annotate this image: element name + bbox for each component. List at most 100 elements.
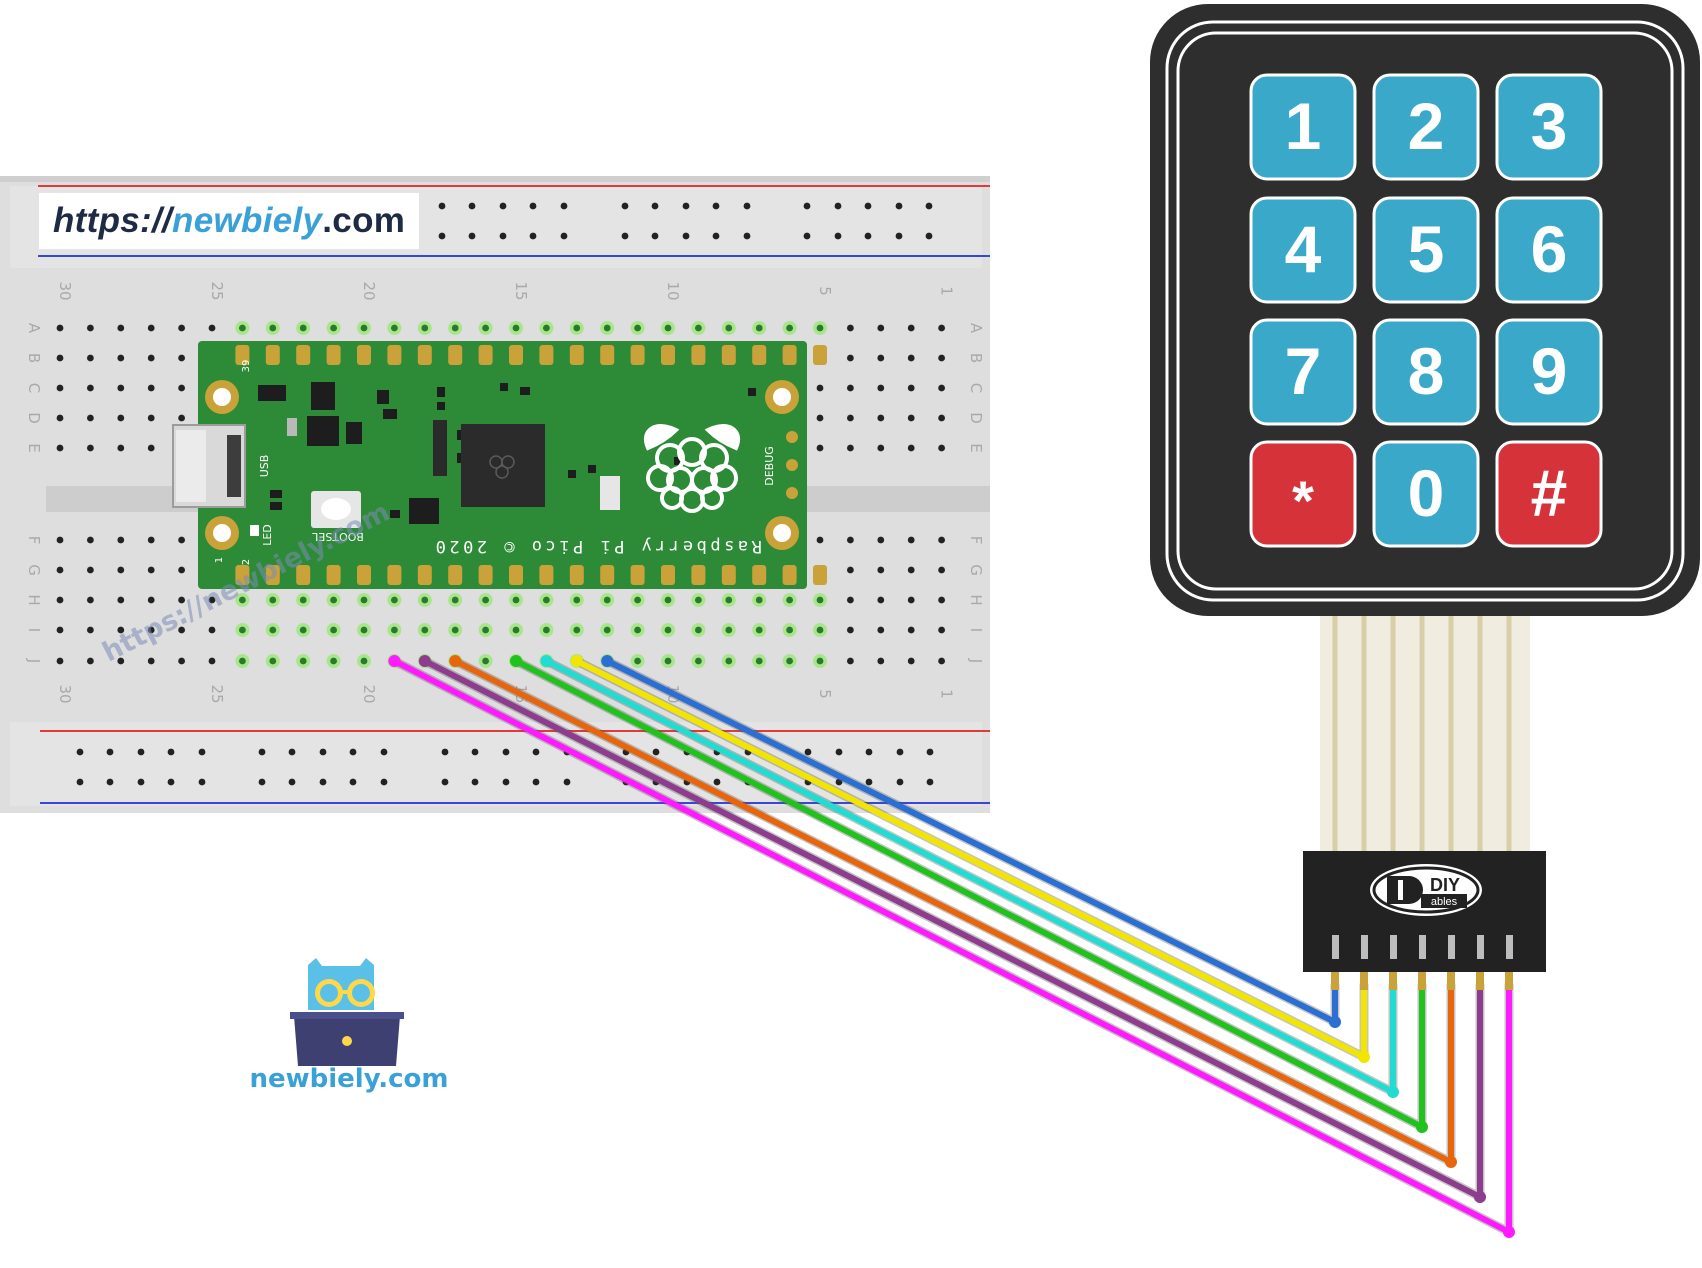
pin-pad <box>509 565 523 585</box>
pin-pad <box>752 565 767 585</box>
breadboard-hole <box>239 324 246 332</box>
breadboard-hole <box>178 626 186 634</box>
row-letter: D <box>25 412 43 424</box>
breadboard-hole <box>847 657 854 665</box>
pin-pad <box>569 345 584 365</box>
column-number: 1 <box>938 689 956 699</box>
breadboard-hole <box>117 596 125 604</box>
debug-label: DEBUG <box>763 446 776 486</box>
row-letter: C <box>967 383 985 393</box>
keypad-key-label: 0 <box>1408 456 1445 530</box>
breadboard-hole <box>816 536 824 544</box>
rail-hole <box>76 778 84 786</box>
breadboard-hole <box>695 324 702 332</box>
rail-hole <box>712 202 720 210</box>
rail-hole <box>441 778 449 786</box>
breadboard-hole <box>877 536 885 544</box>
rail-hole <box>529 232 537 240</box>
keypad-key <box>1372 318 1480 426</box>
breadboard-hole <box>664 596 672 604</box>
pin-pad <box>357 345 371 365</box>
column-number: 20 <box>360 281 378 300</box>
breadboard-hole <box>147 384 155 392</box>
breadboard-hole <box>87 596 94 604</box>
breadboard-hole <box>330 657 337 665</box>
breadboard-hole <box>87 536 94 544</box>
breadboard-hole <box>725 657 733 665</box>
breadboard-hole <box>391 596 398 604</box>
breadboard-hole <box>147 324 155 332</box>
rail-hole <box>621 232 629 240</box>
breadboard-hole <box>603 596 611 604</box>
row-letter: A <box>25 323 43 334</box>
breadboard-hole <box>451 596 459 604</box>
pin-pad <box>813 565 827 585</box>
breadboard-hole <box>147 626 155 634</box>
breadboard-hole <box>512 596 520 604</box>
pin-pad <box>782 345 797 365</box>
keypad-key-label: 5 <box>1408 212 1445 286</box>
connector-slot <box>1419 935 1426 959</box>
wire-end <box>388 655 401 667</box>
keypad-key-label: 9 <box>1531 334 1568 408</box>
breadboard-hole <box>755 657 763 665</box>
keypad-key <box>1249 196 1357 304</box>
rail-hole <box>532 748 540 756</box>
breadboard-hole <box>877 384 885 392</box>
breadboard-hole <box>847 354 854 362</box>
keypad-key-label: 3 <box>1531 89 1568 163</box>
rail-hole <box>380 778 388 786</box>
wire-end <box>1358 1051 1370 1063</box>
pin-pad <box>235 565 250 585</box>
rail-hole <box>651 202 659 210</box>
breadboard-hole <box>938 324 945 332</box>
breadboard-hole <box>360 657 368 665</box>
rail-hole <box>319 748 327 756</box>
row-letter: G <box>967 564 985 576</box>
breadboard-hole <box>391 324 398 332</box>
breadboard-hole <box>847 596 854 604</box>
breadboard-hole <box>117 626 125 634</box>
breadboard-hole <box>56 657 64 665</box>
breadboard-hole <box>755 324 763 332</box>
wire-end <box>418 655 431 667</box>
pin2-label: 2 <box>241 559 252 565</box>
connector-pin <box>1447 972 1455 990</box>
breadboard-hole <box>269 657 277 665</box>
rail-hole <box>106 748 114 756</box>
rail-hole <box>258 778 266 786</box>
row-letter: A <box>967 323 985 334</box>
pin-pad <box>600 565 615 585</box>
column-number: 30 <box>56 281 74 300</box>
breadboard-hole <box>907 444 915 452</box>
breadboard-hole <box>877 657 885 665</box>
rail-hole <box>621 202 629 210</box>
rail-hole <box>529 202 537 210</box>
breadboard-hole <box>938 536 945 544</box>
breadboard-hole <box>755 596 763 604</box>
rail-hole <box>895 232 903 240</box>
breadboard-hole <box>634 657 641 665</box>
breadboard-hole <box>178 324 186 332</box>
breadboard-hole <box>482 596 489 604</box>
rail-hole <box>468 202 476 210</box>
breadboard-hole <box>360 596 368 604</box>
breadboard-hole <box>877 626 885 634</box>
breadboard-hole <box>664 324 672 332</box>
breadboard-hole <box>695 626 702 634</box>
breadboard-hole <box>877 414 885 422</box>
breadboard-hole <box>360 324 368 332</box>
breadboard-hole <box>87 626 94 634</box>
rail-hole <box>349 748 357 756</box>
row-letter: J <box>967 658 985 663</box>
breadboard-hole <box>56 626 64 634</box>
wire-end <box>510 655 522 667</box>
rail-hole <box>499 232 507 240</box>
breadboard-hole <box>239 657 246 665</box>
pin-pad <box>417 565 432 585</box>
breadboard-hole <box>634 324 641 332</box>
breadboard-hole <box>847 566 854 574</box>
wire-end <box>1329 1016 1341 1028</box>
rail-hole <box>713 778 721 786</box>
breadboard-hole <box>299 596 307 604</box>
